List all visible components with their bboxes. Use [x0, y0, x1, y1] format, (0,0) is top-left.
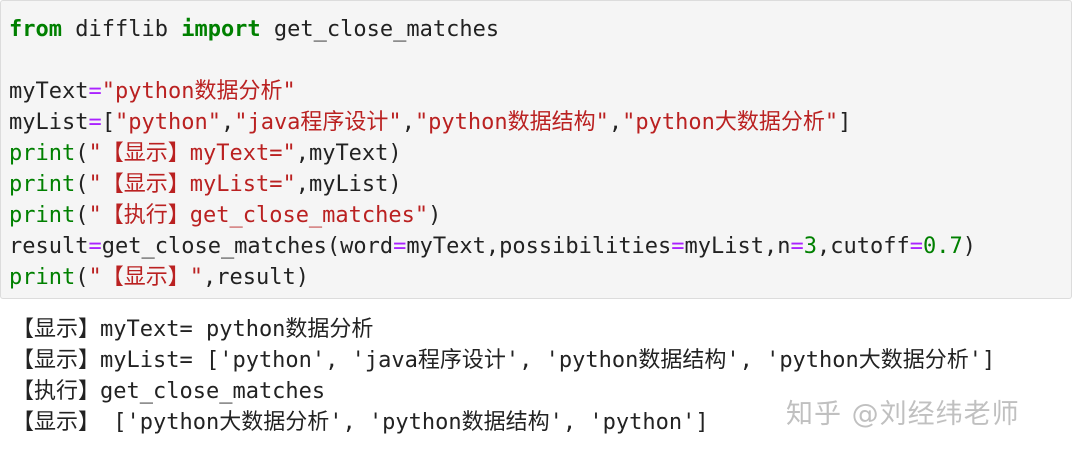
- bracket: [: [101, 110, 115, 135]
- call-text: myText,possibilities: [406, 234, 672, 259]
- string-literal: "python": [114, 110, 221, 135]
- string-literal: "python数据分析": [101, 79, 296, 104]
- operator: =: [88, 234, 102, 259]
- code-cell[interactable]: from difflib import get_close_matches my…: [0, 0, 1072, 299]
- comma: ,: [220, 110, 235, 135]
- string-literal: "java程序设计": [234, 110, 402, 135]
- builtin-print: print: [9, 265, 76, 290]
- code-line-6: print("【显示】myList=",myList): [9, 169, 402, 200]
- paren: (: [75, 203, 89, 228]
- string-literal: "【执行】get_close_matches": [88, 203, 429, 228]
- args: ): [428, 203, 442, 228]
- comma: ,: [401, 110, 415, 135]
- import-name: get_close_matches: [260, 17, 500, 42]
- string-literal: "python数据结构": [414, 110, 609, 135]
- operator: =: [671, 234, 685, 259]
- output-area: 【显示】myText= python数据分析 【显示】myList= ['pyt…: [12, 314, 1062, 438]
- operator: =: [88, 79, 102, 104]
- code-line-7: print("【执行】get_close_matches"): [9, 200, 441, 231]
- args: ,result): [202, 265, 309, 290]
- args: ,myList): [295, 172, 402, 197]
- output-line: 【显示】 ['python大数据分析', 'python数据结构', 'pyth…: [12, 410, 709, 435]
- operator: =: [790, 234, 804, 259]
- string-literal: "【显示】": [88, 265, 203, 290]
- bracket: ]: [838, 110, 852, 135]
- keyword-from: from: [9, 17, 62, 42]
- code-line-9: print("【显示】",result): [9, 262, 309, 293]
- call-text: myList,n: [684, 234, 791, 259]
- paren: (: [75, 265, 89, 290]
- builtin-print: print: [9, 141, 76, 166]
- comma: ,: [608, 110, 623, 135]
- watermark: 知乎 @刘经纬老师: [786, 399, 1020, 430]
- output-line: 【显示】myText= python数据分析: [12, 317, 374, 342]
- code-line-4: myList=["python","java程序设计","python数据结构"…: [9, 107, 851, 138]
- operator: =: [393, 234, 407, 259]
- var-name: myList: [9, 110, 89, 135]
- string-literal: "python大数据分析": [622, 110, 839, 135]
- number-literal: 3: [803, 234, 818, 259]
- string-literal: "【显示】myList=": [88, 172, 296, 197]
- output-line: 【执行】get_close_matches: [12, 379, 326, 404]
- code-line-8: result=get_close_matches(word=myText,pos…: [9, 231, 976, 262]
- operator: =: [88, 110, 102, 135]
- string-literal: "【显示】myText=": [88, 141, 296, 166]
- call-text: ,cutoff: [817, 234, 910, 259]
- args: ,myText): [295, 141, 402, 166]
- code-line-1: from difflib import get_close_matches: [9, 14, 499, 45]
- code-line-3: myText="python数据分析": [9, 76, 296, 107]
- code-line-5: print("【显示】myText=",myText): [9, 138, 402, 169]
- builtin-print: print: [9, 203, 76, 228]
- keyword-import: import: [181, 17, 261, 42]
- operator: =: [909, 234, 923, 259]
- paren: ): [962, 234, 976, 259]
- paren: (: [75, 141, 89, 166]
- number-literal: 0.7: [922, 234, 963, 259]
- var-name: result: [9, 234, 89, 259]
- builtin-print: print: [9, 172, 76, 197]
- call-text: get_close_matches(word: [101, 234, 394, 259]
- output-line: 【显示】myList= ['python', 'java程序设计', 'pyth…: [12, 348, 996, 373]
- module-name: difflib: [61, 17, 182, 42]
- var-name: myText: [9, 79, 89, 104]
- paren: (: [75, 172, 89, 197]
